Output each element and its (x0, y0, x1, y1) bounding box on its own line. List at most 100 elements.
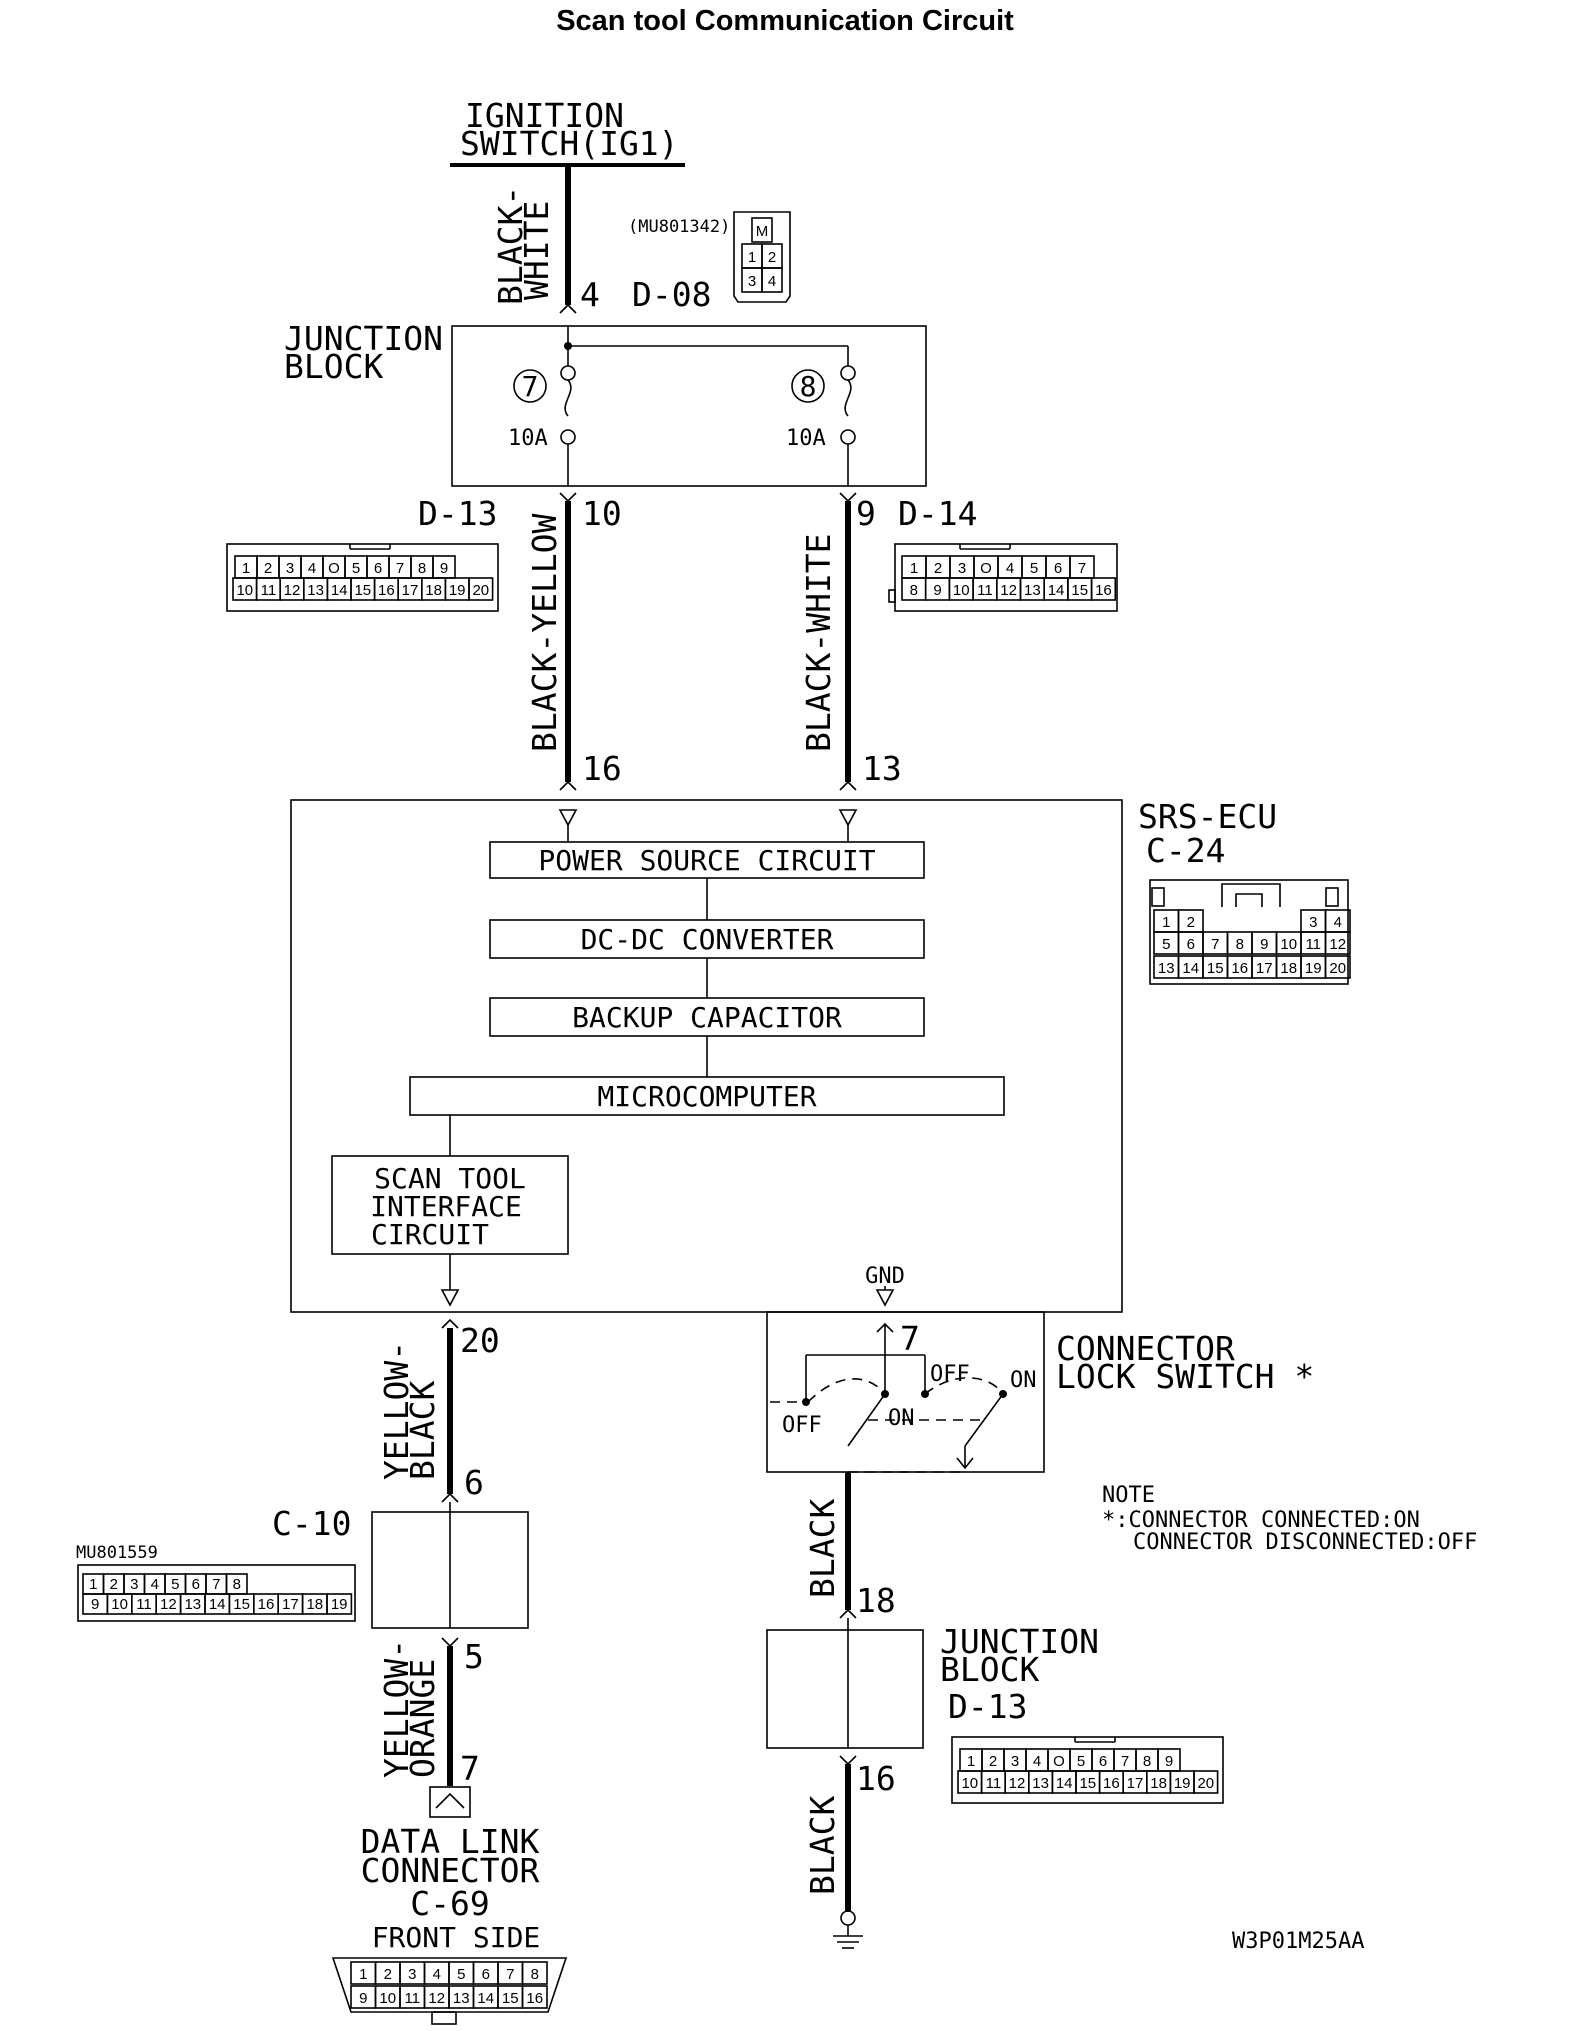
d08-connector-face: M 1 2 3 4 (733, 211, 791, 303)
srs-ecu-box (290, 799, 1123, 1313)
d13-pin-label: 9 (440, 560, 448, 577)
srs-c24-pin-label: 13 (1158, 960, 1175, 977)
d14-pin-label: 16 (1095, 582, 1112, 599)
srs-c24-cell (1324, 931, 1351, 955)
d08-pin-3: 3 (748, 273, 756, 290)
d13-pin-label: 4 (308, 560, 316, 577)
switch-off-label-right: OFF (930, 1362, 970, 1387)
dlc-pin-label: 12 (428, 1990, 445, 2007)
switch-linkage (807, 1378, 886, 1403)
ignition-label-line1: IGNITION (465, 96, 624, 135)
dlc-label-line2: CONNECTOR (361, 1851, 540, 1890)
d14-pin-label: O (980, 560, 992, 577)
c10-pin-6: 6 (464, 1463, 484, 1502)
switch-pin-7: 7 (900, 1319, 920, 1358)
d08-pin-m: M (756, 223, 769, 240)
dlc-label-line1: DATA LINK (361, 1822, 540, 1861)
note-line2: CONNECTOR DISCONNECTED:OFF (1133, 1530, 1477, 1555)
dlc-pin-label: 6 (482, 1966, 490, 1983)
dlc-pin-label: 15 (502, 1990, 519, 2007)
d14-pin-label: 3 (958, 560, 966, 577)
note-heading: NOTE (1102, 1483, 1155, 1508)
d13-pin-label: 2 (264, 560, 272, 577)
c10-pin-label: 4 (151, 1576, 159, 1593)
d08-pin-1: 1 (748, 249, 756, 266)
d13-pin-label: O (328, 560, 340, 577)
c10-pin-label: 1 (89, 1576, 97, 1593)
dlc-pin-label: 4 (433, 1966, 441, 1983)
dlc-pin-label: 7 (506, 1966, 514, 1983)
note-line1: *:CONNECTOR CONNECTED:ON (1102, 1508, 1420, 1533)
switch-blade-right (964, 1393, 1004, 1447)
dlc-pin-label: 14 (477, 1990, 494, 2007)
d13-pin-label: 11 (261, 582, 277, 599)
d13-bottom-pin-label: 17 (1127, 1775, 1144, 1792)
c10-pin6-terminal (441, 1492, 459, 1503)
d13-bottom-pin-label: 5 (1077, 1753, 1085, 1770)
dlc-pin-label: 3 (408, 1966, 416, 1983)
d13-bottom-pin-label: 14 (1056, 1775, 1073, 1792)
c10-pin-label: 10 (111, 1596, 128, 1613)
power-source-label: POWER SOURCE CIRCUIT (538, 844, 875, 877)
jb2-pin-18: 18 (856, 1581, 896, 1620)
c10-pin-label: 12 (160, 1596, 177, 1613)
yellow-orange-wire-line1: YELLOW- (377, 1639, 416, 1778)
c10-pin-5: 5 (464, 1637, 484, 1676)
d14-pin-number: 9 (856, 494, 876, 533)
jb2-pin-16: 16 (856, 1759, 896, 1798)
figure-code: W3P01M25AA (1232, 1929, 1364, 1954)
black-wire-upper-label: BLACK (803, 1499, 842, 1598)
scan-tool-interface-line1: SCAN TOOL (374, 1162, 526, 1195)
connector-lock-switch-label-line2: LOCK SWITCH * (1056, 1357, 1314, 1396)
srs-c24-pin-label: 3 (1309, 914, 1317, 931)
scan-tool-interface-line3: CIRCUIT (371, 1218, 489, 1251)
d13-pin-label: 10 (236, 582, 253, 599)
dc-dc-converter-label: DC-DC CONVERTER (581, 923, 834, 956)
d13-bottom-pin-label: 11 (986, 1775, 1002, 1792)
d08-terminal (559, 303, 577, 314)
srs-pin-16: 16 (582, 749, 622, 788)
d14-pin-label: 10 (953, 582, 970, 599)
d13-pin-label: 16 (378, 582, 395, 599)
d14-pin-label: 6 (1054, 560, 1062, 577)
c10-pin-label: 9 (91, 1596, 99, 1613)
switch-on-label-left: ON (888, 1406, 915, 1431)
d13-pin-label: 7 (396, 560, 404, 577)
dlc-front-side: FRONT SIDE (372, 1921, 541, 1954)
srs-pin20-terminal (441, 1318, 459, 1329)
c10-pin-label: 8 (233, 1576, 241, 1593)
gnd-arrow (875, 1289, 895, 1307)
black-yellow-wire-label: BLACK-YELLOW (525, 513, 564, 752)
d13-bottom-pin-label: 18 (1150, 1775, 1167, 1792)
d13-bottom-pin-label: 20 (1197, 1775, 1214, 1792)
ground-symbol (833, 1910, 863, 1949)
c10-pin-label: 5 (171, 1576, 179, 1593)
srs-c24-pin-label: 11 (1305, 936, 1321, 953)
d13-pin-label: 1 (242, 560, 250, 577)
microcomputer-label: MICROCOMPUTER (597, 1080, 816, 1113)
dlc-pin-7: 7 (460, 1749, 480, 1788)
d13-pin-label: 15 (354, 582, 371, 599)
srs-c24-pin-label: 8 (1236, 936, 1244, 953)
c10-pin-label: 6 (192, 1576, 200, 1593)
srs-c24-pin-label: 15 (1207, 960, 1224, 977)
d14-pin-label: 1 (910, 560, 918, 577)
d13-bottom-pin-label: 19 (1174, 1775, 1191, 1792)
srs-c24-pin-label: 18 (1280, 960, 1297, 977)
d14-connector-label: D-14 (898, 494, 977, 533)
junction-block-internal-bus (564, 326, 849, 366)
c10-pin-label: 19 (331, 1596, 348, 1613)
d13-pin-label: 20 (472, 582, 489, 599)
srs-c24-pin-label: 9 (1260, 936, 1268, 953)
black-wire-lower-label: BLACK (803, 1796, 842, 1895)
d14-pin-label: 14 (1048, 582, 1065, 599)
fuse-8-rating: 10A (786, 426, 826, 451)
srs-pin-20: 20 (460, 1321, 500, 1360)
c10-part-number: MU801559 (76, 1543, 158, 1563)
diagram-title: Scan tool Communication Circuit (556, 5, 1014, 37)
